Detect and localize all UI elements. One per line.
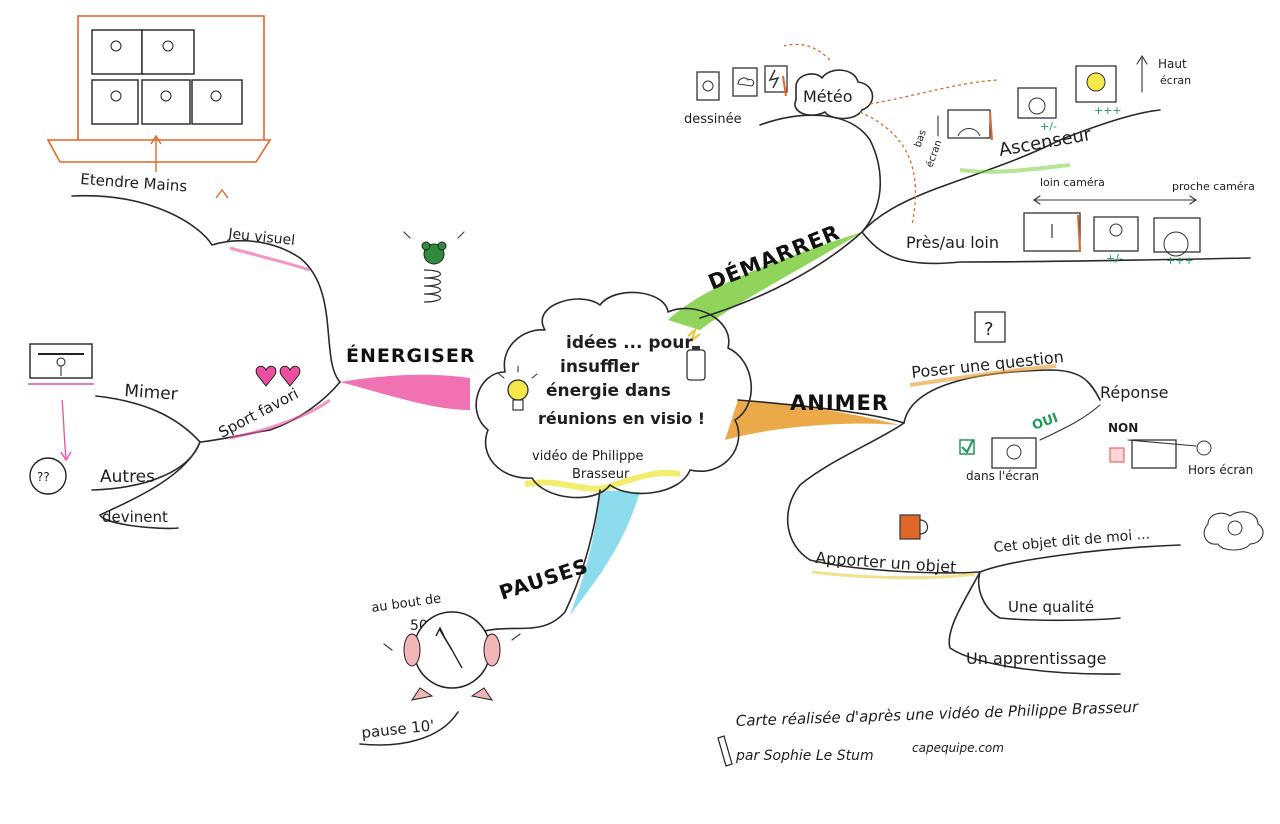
meteo-label: Météo bbox=[803, 87, 853, 106]
center-yellow-accent bbox=[524, 469, 681, 492]
pauses-branch: PAUSES au bout de 50' pause 10' bbox=[359, 489, 601, 746]
weightlifter-icon bbox=[28, 343, 94, 462]
battery-icon bbox=[686, 327, 706, 381]
sport-qq: ?? bbox=[37, 470, 50, 484]
meteo-cloud bbox=[794, 69, 874, 120]
dans-ecran-label: dans l'écran bbox=[966, 469, 1039, 483]
credit: Carte réalisée d'après une vidéo de Phil… bbox=[717, 698, 1140, 767]
oui-label: OUI bbox=[1030, 411, 1060, 434]
weather-icons bbox=[696, 65, 788, 101]
pres-loin-proche: proche caméra bbox=[1172, 180, 1255, 193]
energiser-title: ÉNERGISER bbox=[346, 344, 475, 367]
hors-ecran-label: Hors écran bbox=[1188, 463, 1253, 477]
alarm-clock-icon bbox=[383, 611, 521, 701]
animer-wedge bbox=[725, 400, 900, 440]
pres-loin-plus: +++ bbox=[1166, 254, 1194, 267]
center-line-3: énergie dans bbox=[546, 381, 671, 401]
energiser-branch: ÉNERGISER Eten bbox=[28, 15, 475, 530]
objet-qualite: Une qualité bbox=[1008, 598, 1094, 616]
pres-loin-loin: loin caméra bbox=[1040, 176, 1105, 189]
laptop-icon bbox=[46, 15, 272, 172]
ascenseur-haut-ecran: écran bbox=[1160, 74, 1191, 87]
dans-ecran-screen bbox=[959, 437, 1037, 469]
question-mark: ? bbox=[984, 319, 994, 340]
center-line-1: idées ... pour bbox=[566, 333, 693, 353]
ascenseur-bas-ecran: écran bbox=[924, 138, 945, 169]
animer-branch: ANIMER ? Poser une question Réponse OUI … bbox=[737, 311, 1264, 675]
objet-label: Apporter un objet bbox=[815, 548, 957, 577]
hearts-icon bbox=[255, 365, 301, 387]
thought-cloud bbox=[1203, 511, 1264, 551]
branch-wedges bbox=[340, 232, 900, 615]
question-label: Poser une question bbox=[910, 347, 1064, 382]
hors-ecran-screen bbox=[1109, 439, 1212, 469]
pencil-icon bbox=[717, 735, 733, 767]
demarrer-title: DÉMARRER bbox=[705, 219, 844, 295]
energiser-wedge bbox=[340, 374, 470, 410]
pauses-wedge bbox=[570, 490, 640, 615]
sport-autres: Autres bbox=[100, 467, 155, 487]
center-line-2: insuffler bbox=[560, 357, 640, 377]
ascenseur-plus-minus: +/- bbox=[1040, 120, 1057, 133]
mug-icon bbox=[899, 514, 929, 540]
meteo-dessinee: dessinée bbox=[684, 112, 742, 127]
ascenseur-screens bbox=[947, 65, 1117, 141]
center-cloud: idées ... pour insuffler énergie dans ré… bbox=[475, 291, 753, 499]
sport-mimer: Mimer bbox=[124, 381, 179, 405]
jeu-label: Jeu visuel bbox=[227, 226, 296, 249]
reponse-label: Réponse bbox=[1100, 383, 1169, 402]
demarrer-wedge bbox=[668, 232, 862, 330]
credit-site: capequipe.com bbox=[912, 741, 1004, 755]
ascenseur-bas: bas bbox=[912, 129, 928, 149]
center-line-4: réunions en visio ! bbox=[538, 409, 705, 428]
bear-spring-icon bbox=[403, 231, 465, 303]
jeu-etendre: Etendre Mains bbox=[80, 170, 188, 195]
center-subtitle-2: Brasseur bbox=[572, 467, 630, 482]
center-subtitle-1: vidéo de Philippe bbox=[532, 449, 643, 464]
sport-label: Sport favori bbox=[215, 384, 301, 441]
lightbulb-icon bbox=[498, 365, 538, 411]
pauses-au-bout: au bout de bbox=[370, 591, 442, 616]
objet-apprentissage: Un apprentissage bbox=[966, 649, 1106, 668]
non-label: NON bbox=[1108, 421, 1138, 435]
ascenseur-haut: Haut bbox=[1158, 57, 1187, 71]
credit-line-1: Carte réalisée d'après une vidéo de Phil… bbox=[736, 698, 1140, 730]
pres-loin-plus-minus: +/- bbox=[1106, 252, 1123, 265]
pres-loin-screens bbox=[1023, 212, 1201, 257]
pres-loin-label: Près/au loin bbox=[906, 233, 999, 252]
ascenseur-plus: +++ bbox=[1094, 104, 1122, 117]
objet-dit: Cet objet dit de moi ... bbox=[993, 526, 1151, 556]
question-box bbox=[974, 311, 1006, 343]
sport-devinent: devinent bbox=[102, 508, 168, 526]
guessing-face bbox=[29, 457, 67, 495]
animer-title: ANIMER bbox=[790, 391, 889, 415]
credit-line-2: par Sophie Le Stum bbox=[735, 748, 874, 764]
